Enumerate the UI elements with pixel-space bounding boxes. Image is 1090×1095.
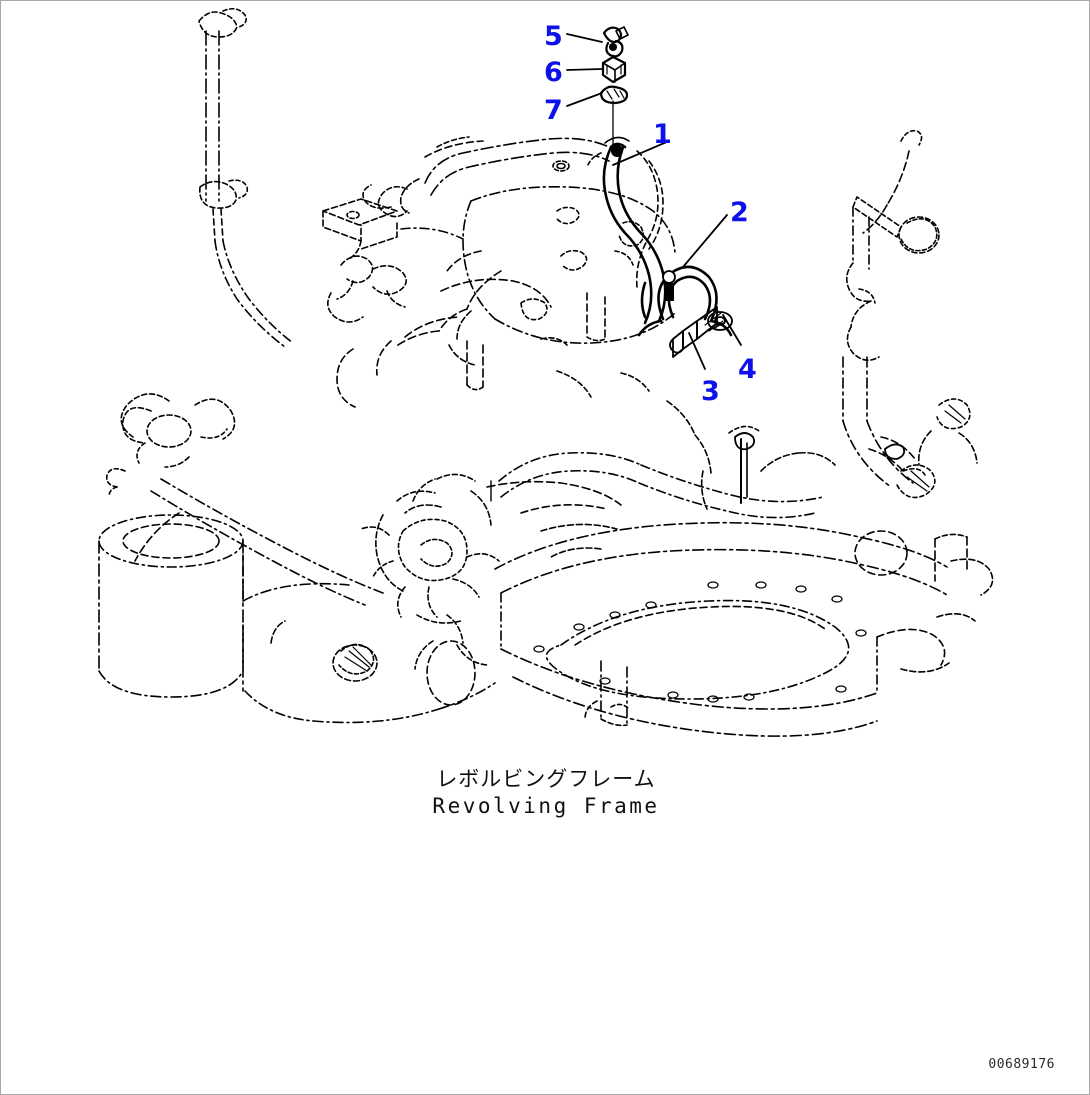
hydraulic-tank-assembly xyxy=(98,393,244,698)
fastener-5-terminal xyxy=(602,26,629,58)
figure-caption: レボルビングフレーム Revolving Frame xyxy=(1,767,1089,819)
callout-1[interactable]: 1 xyxy=(653,119,672,150)
callout-3[interactable]: 3 xyxy=(701,376,720,407)
revolving-frame-deck xyxy=(494,521,994,737)
deck-support-post xyxy=(584,660,630,727)
callout-leader-lines xyxy=(566,33,742,370)
fastener-6-nut xyxy=(601,55,627,84)
harness-1-node xyxy=(586,136,630,168)
harness-bracket-foot xyxy=(662,270,676,301)
bolt-part-3 xyxy=(669,306,724,358)
leader-line-1 xyxy=(612,140,670,166)
fastener-7-washer xyxy=(599,85,629,152)
misc-detail xyxy=(466,292,712,510)
callout-4[interactable]: 4 xyxy=(738,354,757,385)
mid-frame-tube xyxy=(404,436,926,519)
upper-left-clips xyxy=(327,255,407,323)
boom-foot-joint xyxy=(332,473,500,706)
leader-line-7 xyxy=(566,92,603,107)
machine-outline-group xyxy=(98,7,994,737)
leader-line-2 xyxy=(682,214,728,268)
leader-line-5 xyxy=(566,33,603,43)
leader-line-3 xyxy=(688,332,706,370)
caption-japanese: レボルビングフレーム xyxy=(436,767,656,791)
main-harness-loop xyxy=(362,136,610,218)
callout-5[interactable]: 5 xyxy=(544,21,563,52)
leader-line-4 xyxy=(722,314,742,346)
callout-6[interactable]: 6 xyxy=(544,57,563,88)
lower-hose-run xyxy=(486,480,622,558)
leader-line-6 xyxy=(566,68,603,71)
caption-english: Revolving Frame xyxy=(432,794,660,818)
washer-part-4 xyxy=(707,310,733,331)
rear-right-plate xyxy=(917,398,978,466)
left-vertical-rod xyxy=(198,7,294,348)
harness-1-shadow xyxy=(614,150,664,288)
callout-7[interactable]: 7 xyxy=(544,95,563,126)
frame-left-arm xyxy=(134,478,496,724)
callout-2[interactable]: 2 xyxy=(730,197,749,228)
drawing-code: 00689176 xyxy=(988,1057,1055,1072)
upper-left-bracket xyxy=(322,198,464,260)
mid-tube-pins xyxy=(728,425,906,504)
right-handrail xyxy=(842,129,940,499)
bonnet-inner-detail xyxy=(336,278,552,408)
canopy-silhouette xyxy=(394,185,676,348)
